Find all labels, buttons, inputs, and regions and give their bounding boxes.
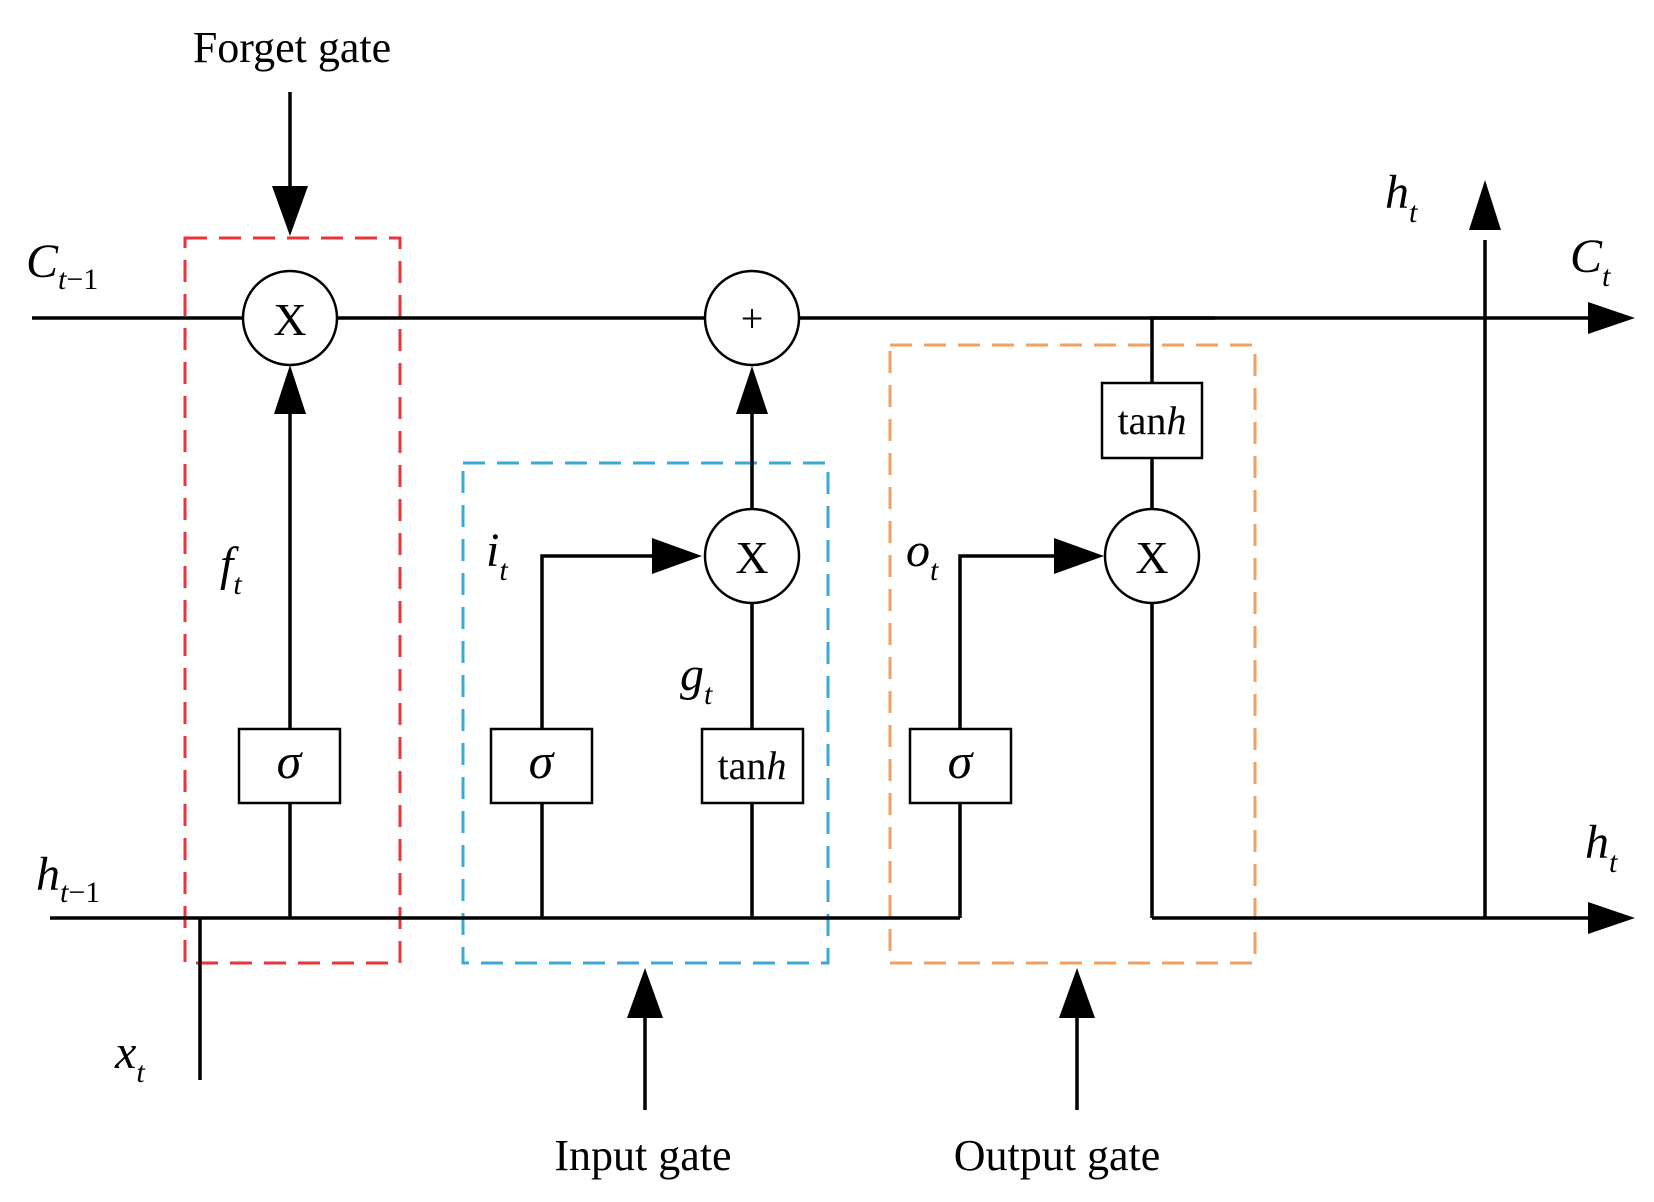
output-sigma-arrowhead <box>1054 538 1104 574</box>
input-multiply-node <box>703 507 801 605</box>
label-h-t-top: ht <box>1385 166 1418 229</box>
output-tanh-box <box>1100 381 1204 460</box>
forget-gate-caption: Forget gate <box>193 23 391 72</box>
input-sigmoid-symbol: σ <box>529 733 556 789</box>
h-up-arrowhead <box>1469 180 1501 230</box>
output-sigma-top <box>958 554 1060 729</box>
input-caption-arrowhead <box>627 968 663 1018</box>
input-multiply-symbol: X <box>735 532 768 583</box>
input-tanh-label: tanh <box>718 743 787 788</box>
add-node <box>703 269 801 367</box>
label-c-t: Ct <box>1570 230 1611 293</box>
forget-multiply-node <box>241 269 339 367</box>
cell-to-tanh-line <box>1150 316 1215 383</box>
input-gate-caption: Input gate <box>554 1131 731 1180</box>
label-x-t: xt <box>114 1026 145 1089</box>
input-sigma-top <box>540 554 660 729</box>
hidden-output-arrowhead <box>1588 902 1635 934</box>
output-sigmoid-box <box>908 727 1013 805</box>
label-f-t: ft <box>220 538 242 601</box>
forget-sigmoid-box <box>237 727 342 805</box>
label-o-t: ot <box>906 524 939 587</box>
forget-gate-box <box>183 236 402 965</box>
output-sigmoid-symbol: σ <box>948 733 975 789</box>
input-sigmoid-box <box>489 727 594 805</box>
forget-path-arrowhead <box>274 365 306 414</box>
label-c-prev: Ct−1 <box>26 235 98 296</box>
input-sigma-arrowhead <box>652 538 702 574</box>
label-h-prev: ht−1 <box>36 848 100 909</box>
output-tanh-label: tanh <box>1118 398 1187 443</box>
output-caption-arrowhead <box>1059 968 1095 1018</box>
output-gate-box <box>888 343 1257 965</box>
input-tanh-box <box>700 727 805 805</box>
output-gate-caption: Output gate <box>954 1131 1161 1180</box>
forget-multiply-symbol: X <box>273 294 306 345</box>
label-i-t: it <box>486 524 508 587</box>
input-gate-box <box>461 461 830 965</box>
label-g-t: gt <box>680 648 713 711</box>
add-symbol: + <box>741 296 764 341</box>
label-h-t-right: ht <box>1585 816 1618 879</box>
output-multiply-node <box>1103 507 1201 605</box>
output-multiply-symbol: X <box>1135 532 1168 583</box>
input-to-add-arrowhead <box>736 366 768 414</box>
forget-sigmoid-symbol: σ <box>277 733 304 789</box>
cell-state-arrowhead <box>1588 302 1635 334</box>
forget-caption-arrowhead <box>272 186 308 236</box>
